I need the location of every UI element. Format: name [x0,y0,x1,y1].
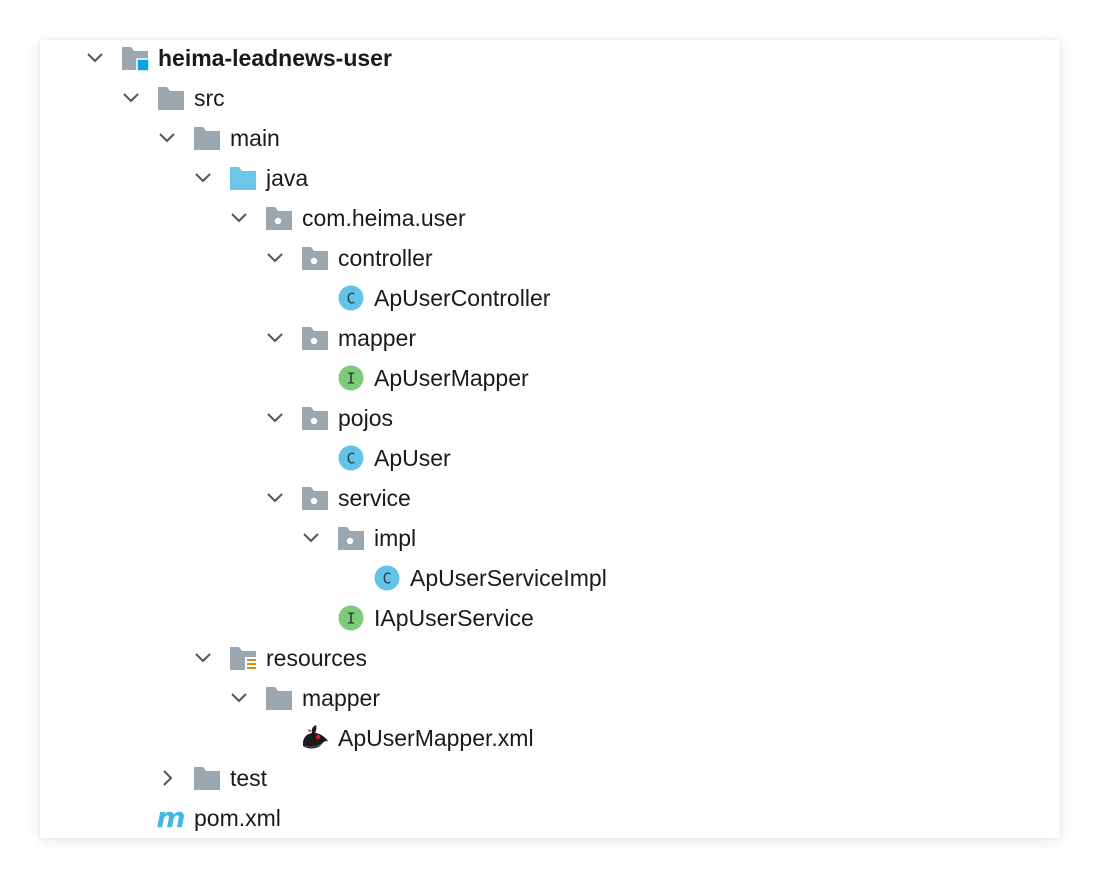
chevron-down-icon[interactable] [193,648,213,668]
chevron-down-icon[interactable] [157,128,177,148]
class-icon: C [336,284,366,312]
package-icon [300,404,330,432]
chevron-down-icon[interactable] [265,488,285,508]
interface-glyph: I [346,610,355,628]
tree-row-impl[interactable]: impl [40,518,1060,558]
tree-row-class[interactable]: C ApUser [40,438,1060,478]
tree-row-interface[interactable]: I IApUserService [40,598,1060,638]
tree-row-resources[interactable]: resources [40,638,1060,678]
chevron-right-icon[interactable] [157,768,177,788]
tree-row-label: ApUser [374,445,451,471]
tree-row-service[interactable]: service [40,478,1060,518]
tree-row-label: IApUserService [374,605,534,631]
tree-row-mapper-folder[interactable]: mapper [40,678,1060,718]
tree-row-label: pom.xml [194,805,281,831]
tree-row-label: test [230,765,268,791]
package-icon [264,204,294,232]
class-glyph: C [382,570,391,588]
tree-row-label: impl [374,525,417,551]
chevron-down-icon[interactable] [229,688,249,708]
tree-row-test[interactable]: test [40,758,1060,798]
tree-row-label: service [338,485,411,511]
source-root-folder-icon [228,164,258,192]
tree-row-module[interactable]: heima-leadnews-user [40,38,1060,78]
tree-row-xml-file[interactable]: ApUserMapper.xml [40,718,1060,758]
chevron-down-icon[interactable] [301,528,321,548]
maven-glyph: m [156,804,185,832]
class-glyph: C [346,290,355,308]
class-icon: C [336,444,366,472]
chevron-down-icon[interactable] [265,328,285,348]
tree-row-label: heima-leadnews-user [158,45,392,71]
folder-icon [156,84,186,112]
tree-row-interface[interactable]: I ApUserMapper [40,358,1060,398]
chevron-down-icon[interactable] [85,48,105,68]
maven-icon: m [156,804,186,832]
tree-row-label: ApUserMapper.xml [338,725,534,751]
tree-row-label: ApUserMapper [374,365,529,391]
module-folder-icon [120,44,150,72]
package-icon [336,524,366,552]
tree-row-controller[interactable]: controller [40,238,1060,278]
tree-row-label: ApUserServiceImpl [410,565,607,591]
folder-icon [192,124,222,152]
chevron-down-icon[interactable] [229,208,249,228]
chevron-down-icon[interactable] [265,408,285,428]
tree-row-label: java [266,165,309,191]
tree-row-src[interactable]: src [40,78,1060,118]
mybatis-bird-icon [300,724,330,752]
class-glyph: C [346,450,355,468]
tree-row-label: mapper [302,685,380,711]
package-icon [300,244,330,272]
tree-row-class[interactable]: C ApUserServiceImpl [40,558,1060,598]
tree-row-main[interactable]: main [40,118,1060,158]
chevron-down-icon[interactable] [193,168,213,188]
tree-row-pojos[interactable]: pojos [40,398,1060,438]
tree-row-label: main [230,125,280,151]
folder-icon [192,764,222,792]
tree-row-label: mapper [338,325,416,351]
resources-folder-icon [228,644,258,672]
class-icon: C [372,564,402,592]
package-icon [300,324,330,352]
tree-row-label: controller [338,245,433,271]
interface-icon: I [336,364,366,392]
tree-row-package-root[interactable]: com.heima.user [40,198,1060,238]
tree-row-label: ApUserController [374,285,551,311]
chevron-down-icon[interactable] [121,88,141,108]
folder-icon [264,684,294,712]
tree-row-label: src [194,85,225,111]
project-tree-panel: heima-leadnews-user src main java [40,40,1060,838]
tree-row-label: pojos [338,405,393,431]
tree-row-mapper-package[interactable]: mapper [40,318,1060,358]
tree-row-class[interactable]: C ApUserController [40,278,1060,318]
tree-row-label: resources [266,645,367,671]
chevron-down-icon[interactable] [265,248,285,268]
tree-row-java[interactable]: java [40,158,1060,198]
tree-row-pom[interactable]: m pom.xml [40,798,1060,838]
interface-icon: I [336,604,366,632]
interface-glyph: I [346,370,355,388]
tree-row-label: com.heima.user [302,205,466,231]
package-icon [300,484,330,512]
